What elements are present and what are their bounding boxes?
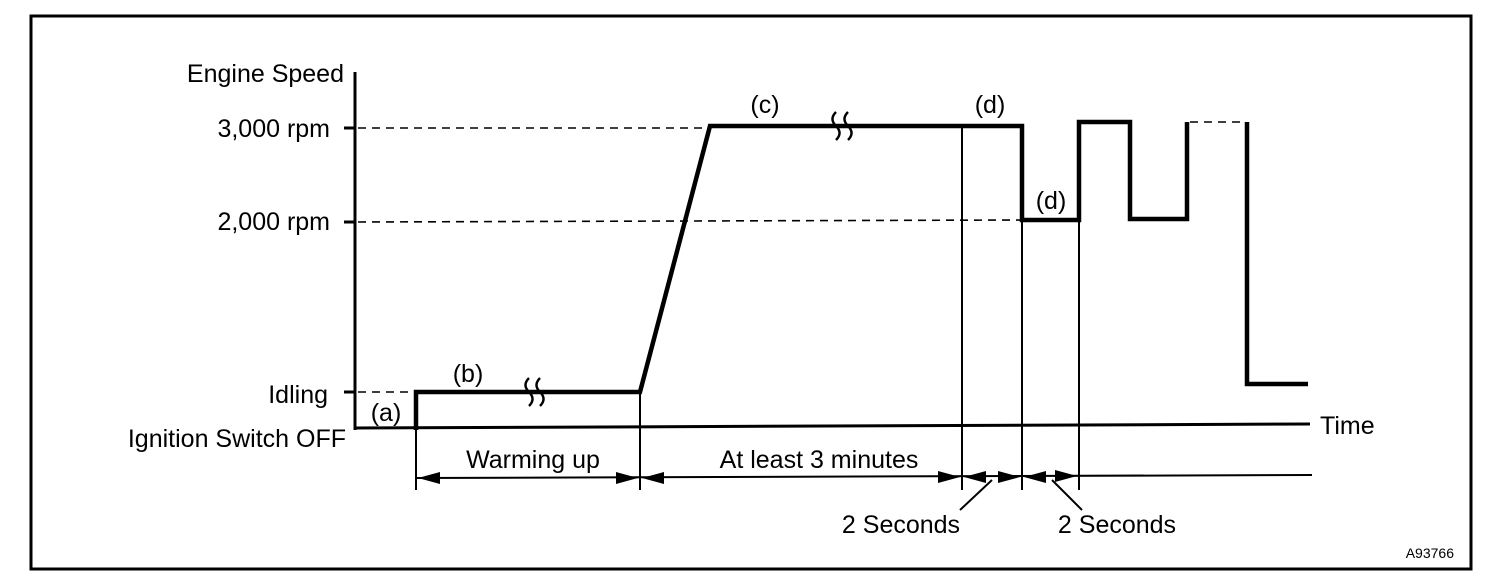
arrowhead <box>418 472 440 484</box>
interval-warming-up: Warming up <box>466 446 600 474</box>
phase-label-a: (a) <box>371 399 402 427</box>
engine-speed-trace <box>413 119 1190 430</box>
phase-label-c: (c) <box>750 91 779 119</box>
arrowhead <box>1055 470 1077 482</box>
label-3000-rpm: 3,000 rpm <box>217 115 330 143</box>
arrowhead <box>1024 471 1046 483</box>
leader-2s-2 <box>1051 479 1083 511</box>
arrowhead <box>642 472 664 484</box>
diagram-border <box>29 14 1473 571</box>
y-axis-title: Engine Speed <box>187 60 344 88</box>
label-ignition-off: Ignition Switch OFF <box>128 425 346 453</box>
x-axis <box>354 422 1311 430</box>
figure-code: A93766 <box>1406 545 1454 561</box>
arrowhead <box>938 471 960 483</box>
arrowhead <box>964 471 986 483</box>
break-mark-c <box>831 111 853 141</box>
interval-2-seconds: 2 Seconds <box>842 511 960 539</box>
interval-at-least-3-minutes: At least 3 minutes <box>720 446 919 474</box>
leader-2s-1 <box>959 479 993 511</box>
arrowhead <box>998 471 1020 483</box>
dash-2000 <box>357 219 1023 223</box>
phase-label-b: (b) <box>453 360 484 388</box>
break-mark-b <box>524 377 545 407</box>
interval-line <box>415 474 1313 479</box>
engine-speed-trace-end <box>1244 122 1308 387</box>
label-idling: Idling <box>268 381 328 409</box>
label-2000-rpm: 2,000 rpm <box>217 208 330 236</box>
phase-label-d: (d) <box>975 91 1006 119</box>
interval-2-seconds: 2 Seconds <box>1058 511 1176 539</box>
phase-label-d: (d) <box>1036 187 1067 215</box>
x-axis-title: Time <box>1320 412 1375 440</box>
arrowhead <box>616 472 638 484</box>
